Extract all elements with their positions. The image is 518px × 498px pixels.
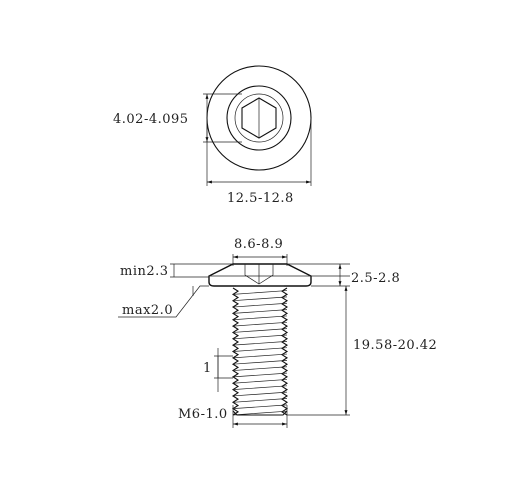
screw-head [208, 263, 312, 287]
thread-crest [232, 347, 288, 352]
thread-crest [232, 385, 288, 390]
max-dim-label: max2.0 [122, 303, 173, 318]
top-view: 4.02-4.095 12.5-12.8 [113, 65, 312, 206]
socket-dim-label: 4.02-4.095 [113, 112, 189, 127]
thread-crest [232, 290, 288, 295]
thread-crest [232, 404, 288, 409]
thread-crest [232, 296, 288, 302]
thread-crest [232, 328, 288, 333]
thread-crest [232, 353, 288, 359]
thread-dim-label: M6-1.0 [178, 407, 228, 422]
max-dim-leader [118, 285, 209, 318]
thread-crest [232, 398, 288, 403]
head-middle-circle [226, 85, 292, 151]
thread-crest [232, 391, 288, 397]
thread-crest [232, 302, 288, 308]
head-dia-dim-label: 12.5-12.8 [227, 191, 294, 206]
thread-crest [232, 340, 288, 346]
thread-crest [232, 321, 288, 327]
thread-right-edge [280, 287, 289, 416]
pitch-dim-label: 1 [203, 361, 212, 376]
thread-end-chamfer [232, 410, 288, 416]
side-view: 8.6-8.9 min2.3 max2.0 2.5-2.8 19.58-20.4… [118, 237, 437, 428]
min-dim-label: min2.3 [120, 264, 169, 279]
socket-circle [234, 93, 284, 143]
thread-crest [232, 315, 288, 321]
thread-crest [232, 372, 288, 378]
thread-crest [232, 366, 288, 371]
thread-crest [232, 379, 288, 384]
head-height-dim-label: 2.5-2.8 [351, 271, 400, 286]
length-dim-label: 19.58-20.42 [353, 338, 437, 353]
thread-crest [232, 410, 288, 416]
thread-crest [232, 309, 288, 314]
thread-crest [232, 360, 288, 365]
head-top-dim-label: 8.6-8.9 [234, 237, 283, 252]
thread-crest [232, 334, 288, 340]
thread-body [231, 287, 289, 416]
